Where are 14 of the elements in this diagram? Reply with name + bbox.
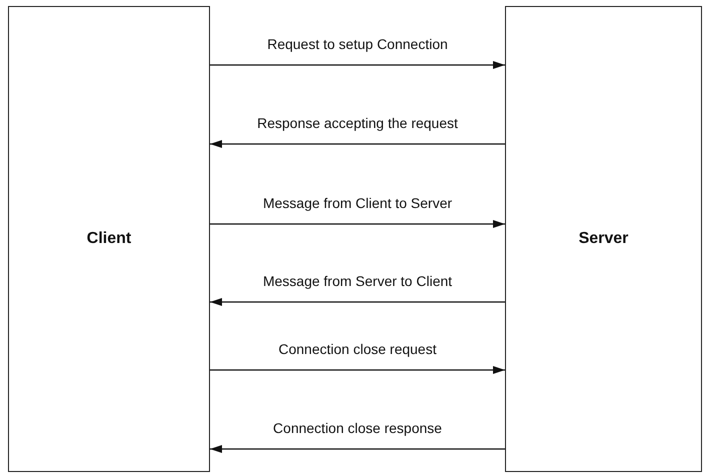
participant-name: Client [86,230,132,248]
participant-box [505,6,702,472]
message-arrow [210,366,505,374]
message-arrow [210,298,505,306]
edge-label: Response accepting the request [255,115,460,131]
edge-label: Connection close response [271,420,444,436]
edge-label: Request to setup Connection [265,36,450,52]
participant-box [8,6,210,472]
message-arrow [210,220,505,228]
edge-label: Connection close request [276,341,438,357]
message-arrow [210,61,505,69]
participant-name: Server [578,230,628,248]
message-arrow [210,445,505,453]
message-arrow [210,140,505,148]
